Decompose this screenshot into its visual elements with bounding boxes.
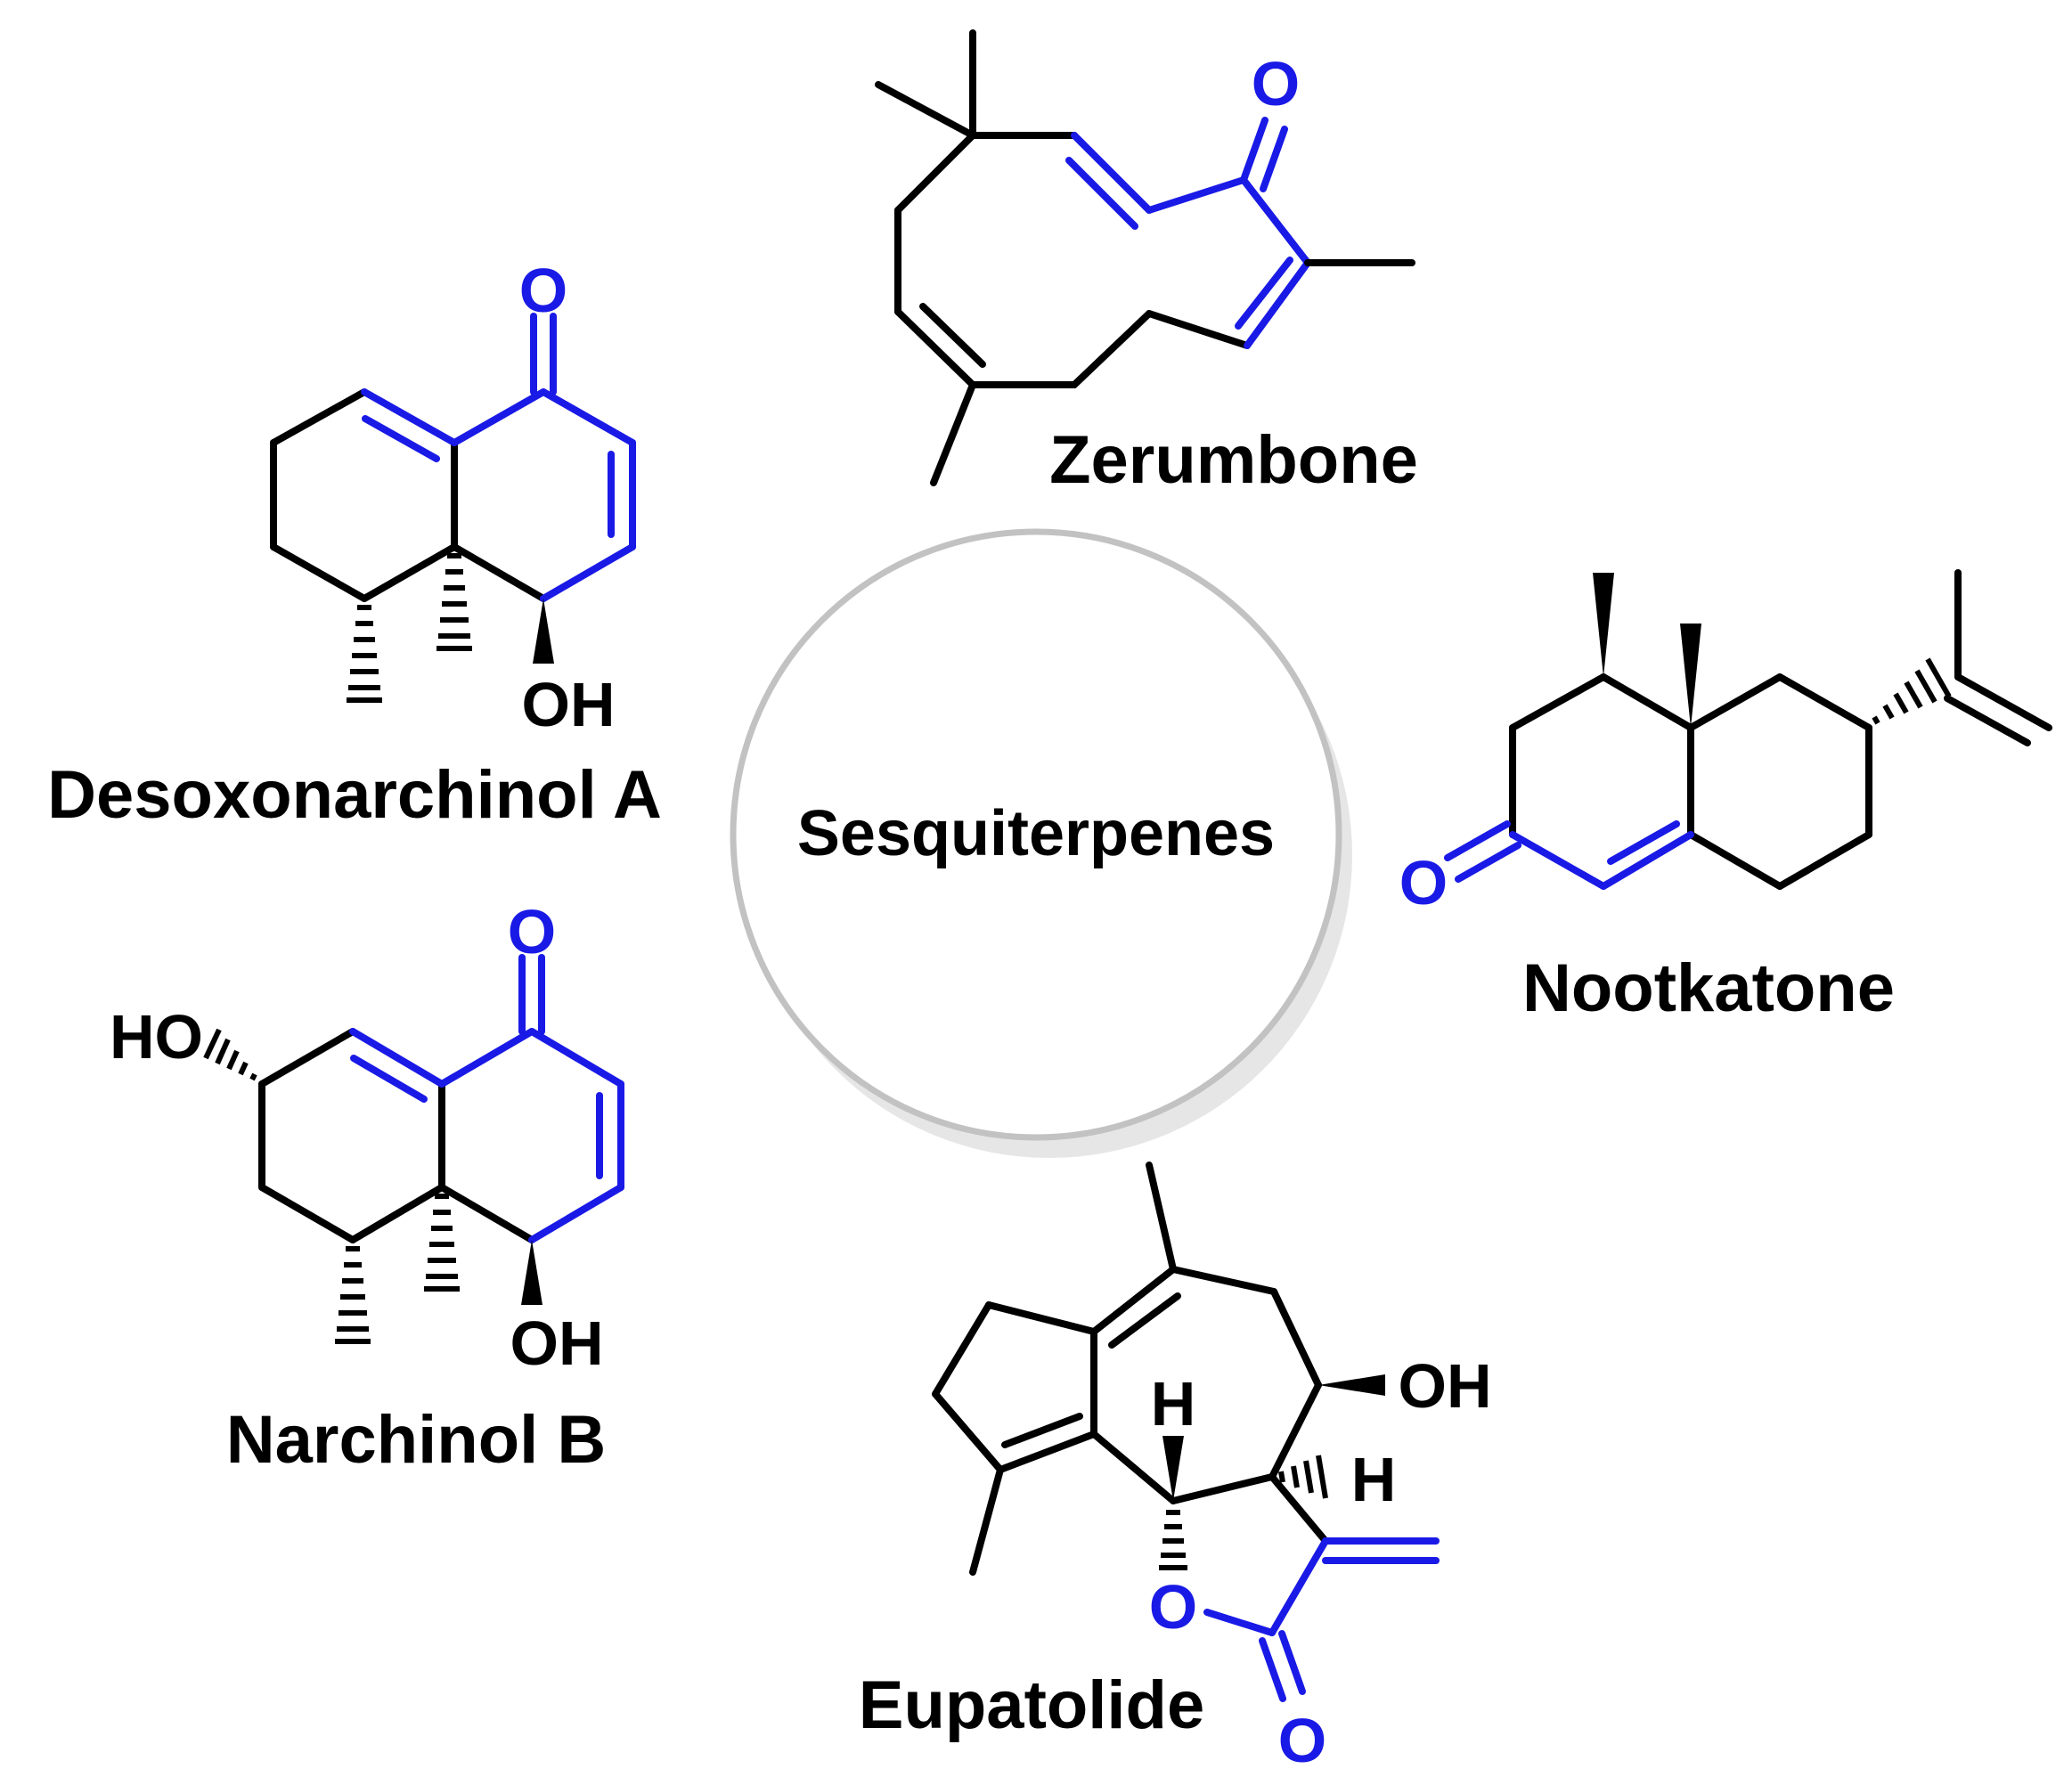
desoxonarchinol-a-hydroxyl: OH	[522, 670, 616, 739]
zerumbone-label: Zerumbone	[1049, 422, 1418, 498]
narchinol-b-carbonyl-oxygen: O	[508, 897, 556, 966]
eupatolide-structure: OH H H O O Eupatolide	[859, 1162, 1492, 1775]
nootkatone-label: Nootkatone	[1522, 950, 1895, 1026]
narchinol-b-hydroxyl-left: HO	[110, 1002, 203, 1072]
desoxonarchinol-a-structure: O OH Desoxonarchinol A	[47, 256, 662, 833]
center-ring-circle	[730, 528, 1342, 1141]
narchinol-b-label: Narchinol B	[226, 1402, 607, 1478]
desoxonarchinol-a-label: Desoxonarchinol A	[47, 757, 662, 833]
center-ring: Sesquiterpenes	[730, 528, 1352, 1158]
eupatolide-ring-oxygen: O	[1149, 1572, 1197, 1642]
eupatolide-hydroxyl: OH	[1399, 1351, 1492, 1421]
narchinol-b-structure: HO O OH Narchinol B	[110, 897, 624, 1478]
nootkatone-carbonyl-oxygen: O	[1399, 848, 1448, 917]
eupatolide-hydrogen-left: H	[1151, 1369, 1196, 1439]
narchinol-b-hydroxyl: OH	[510, 1308, 604, 1378]
eupatolide-carbonyl-oxygen: O	[1278, 1706, 1326, 1775]
desoxonarchinol-a-carbonyl-oxygen: O	[519, 256, 567, 325]
nootkatone-structure: O Nootkatone	[1399, 569, 2052, 1026]
eupatolide-hydrogen-right: H	[1351, 1445, 1397, 1514]
center-label: Sesquiterpenes	[797, 798, 1275, 869]
zerumbone-carbonyl-oxygen: O	[1252, 49, 1300, 118]
eupatolide-label: Eupatolide	[859, 1667, 1204, 1743]
zerumbone-structure: O Zerumbone	[875, 29, 1418, 498]
